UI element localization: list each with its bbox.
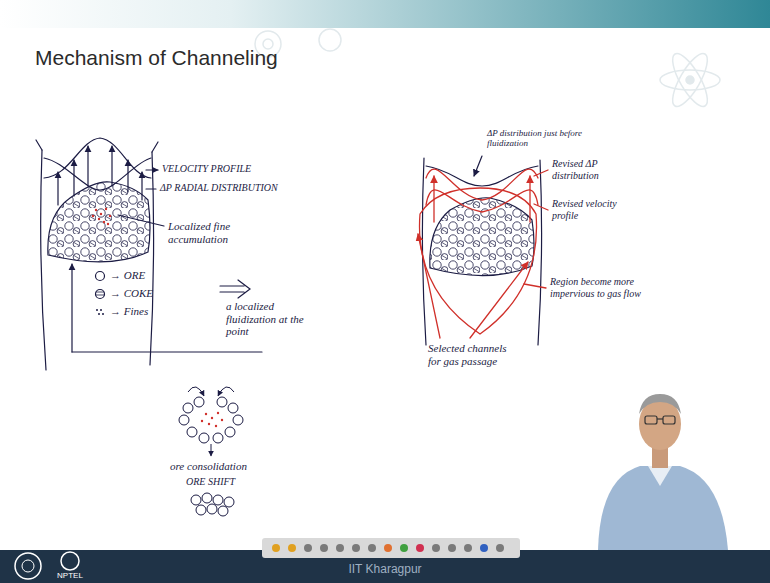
ore-symbol [96, 272, 105, 281]
gas-arrow [57, 172, 58, 205]
gas-arrow [87, 146, 88, 186]
annotation-label: Revised ΔP distribution [552, 158, 634, 181]
fines [92, 208, 111, 225]
down-arrow [211, 444, 212, 456]
watermark-icons [255, 29, 720, 111]
presenter-glasses [645, 416, 675, 424]
channel-arrow [433, 176, 434, 222]
presenter-hair [639, 394, 681, 414]
footer-text: NPTEL [52, 571, 88, 580]
slide-title: Mechanism of Channeling [35, 46, 278, 70]
revised-pressure-curve [426, 169, 538, 200]
furnace-wall [36, 140, 42, 150]
footer-text: IIT Kharagpur [330, 563, 440, 577]
burden-mound [48, 182, 150, 262]
header-band [0, 0, 770, 28]
furnace-wall [422, 158, 426, 345]
annotation-label: ΔP distribution just before fluidization [487, 128, 605, 149]
atom-icon [666, 49, 713, 111]
annotation-label: ore consolidation [170, 460, 280, 473]
furnace-wall [538, 160, 542, 345]
annotation-label: ΔP RADIAL DISTRIBUTION [160, 182, 310, 194]
annotation-label: a localized fluidization at the point [226, 300, 314, 338]
atom-icon [686, 76, 694, 84]
leader-line [474, 156, 482, 176]
gas-arrow [111, 146, 112, 186]
iit-logo [22, 560, 34, 572]
leader-line [118, 215, 164, 226]
consolidation-sketch [179, 387, 243, 516]
atom-icon [660, 70, 720, 90]
presenter-collar [648, 466, 672, 486]
leader-line [146, 169, 158, 170]
nptel-logo [61, 552, 79, 570]
pressure-curve [44, 158, 151, 190]
pressure-curve [426, 166, 538, 186]
burden-mound [430, 198, 534, 276]
double-arrow [220, 280, 250, 298]
legend-entry: → ORE [110, 269, 145, 281]
atom-icon [666, 49, 713, 111]
toolbar-icons [272, 544, 504, 552]
leader-line [146, 188, 156, 189]
leader-line [534, 170, 548, 176]
presenter-shirt [598, 466, 728, 550]
globe-icon [319, 29, 341, 51]
annotation-label: ORE SHIFT [186, 476, 266, 488]
channel-arrow [529, 176, 530, 222]
annotation-label: VELOCITY PROFILE [162, 163, 282, 175]
curved-arrow [188, 387, 204, 396]
coke-symbol [96, 290, 105, 299]
furnace-wall [152, 142, 158, 152]
annotation-label: Revised velocity profile [552, 198, 632, 221]
presenter-figure [598, 394, 728, 550]
pointer-line [72, 351, 262, 352]
pointer-line [71, 264, 72, 352]
revised-velocity-curve [426, 190, 538, 212]
velocity-curve [44, 138, 151, 178]
gas-arrow [73, 160, 74, 196]
annotation-label: Region become more impervious to gas flo… [550, 276, 645, 299]
curved-arrow [218, 387, 234, 396]
furnace-wall [150, 152, 154, 365]
fines-symbol [96, 309, 104, 315]
channel-pointer [470, 262, 528, 338]
legend-entry: → Fines [110, 305, 148, 317]
annotation-label: Localized fine accumulation [168, 220, 258, 245]
gas-arrow [141, 172, 142, 200]
right-sketch [422, 156, 541, 345]
leader-line [534, 204, 548, 210]
furnace-wall [41, 150, 46, 370]
gas-arrow [127, 160, 128, 192]
coke-symbol [96, 292, 104, 295]
annotation-label: Selected channels for gas passage [428, 342, 512, 367]
annotation-toolbar [262, 538, 520, 558]
iit-logo [15, 553, 41, 579]
revised-profiles [418, 169, 548, 338]
channel-pointer [418, 234, 440, 338]
legend-entry: → COKE [110, 287, 153, 299]
leader-line [524, 284, 546, 288]
impervious-region [420, 188, 537, 334]
fines [201, 412, 223, 427]
